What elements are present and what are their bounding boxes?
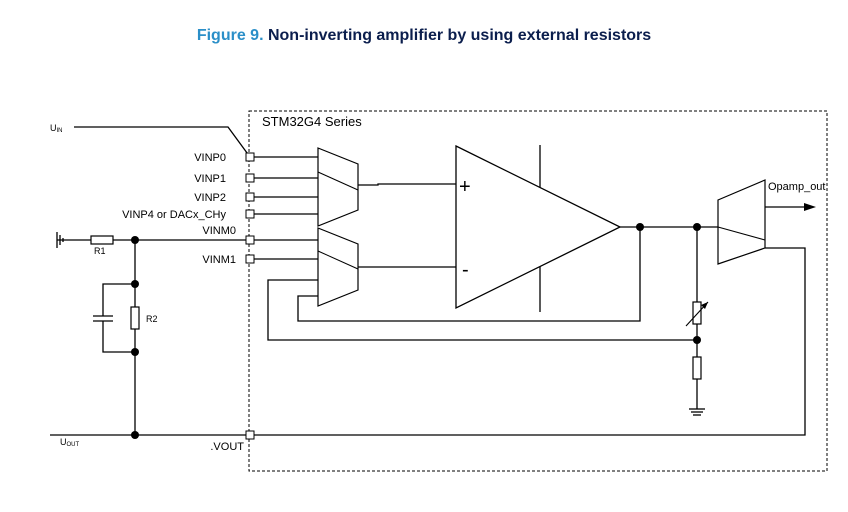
- figure-caption: Non-inverting amplifier by using externa…: [267, 27, 652, 44]
- vout-label: .VOUT: [210, 441, 244, 453]
- pin-vinp4: [245, 209, 255, 219]
- opamp-plus-label: +: [459, 176, 471, 198]
- uin-wire: [74, 126, 251, 158]
- pin-vinp1: [245, 173, 255, 183]
- pin-vinp2: [245, 192, 255, 202]
- resistor-r1: [90, 235, 114, 245]
- capacitor: [93, 315, 113, 322]
- opamp-triangle: [455, 144, 622, 310]
- negative-mux-divider: [317, 250, 359, 270]
- vinp1-label: VINP1: [194, 173, 226, 185]
- positive-mux-divider: [317, 171, 359, 191]
- ladder-resistor: [692, 356, 702, 380]
- output-mux: [717, 179, 766, 265]
- chip-boundary: [248, 110, 828, 472]
- vout-wire: [250, 247, 806, 436]
- vinp2-label: VINP2: [194, 192, 226, 204]
- r1-label: R1: [94, 246, 106, 256]
- ground-symbol-right: [689, 408, 705, 416]
- variable-resistor: [692, 301, 702, 325]
- variable-resistor-arrow-head: [701, 302, 708, 309]
- vinp0-label: VINP0: [194, 152, 226, 164]
- feedback-wire-outer: [297, 227, 641, 322]
- opamp-out-label: Opamp_out: [768, 181, 825, 193]
- capacitor-wire-bottom: [102, 321, 135, 353]
- ladder-tap-node: [693, 336, 701, 344]
- pin-vinp0: [245, 152, 255, 162]
- negative-input-mux: [317, 227, 359, 307]
- figure-title: Figure 9. Non-inverting amplifier by usi…: [0, 27, 848, 45]
- uin-label: UIN: [50, 123, 63, 134]
- pin-vinm1: [245, 254, 255, 264]
- pin-vinm0: [245, 235, 255, 245]
- resistor-r2: [130, 306, 140, 330]
- vinm1-label: VINM1: [202, 254, 236, 266]
- chip-label: STM32G4 Series: [262, 114, 362, 129]
- positive-mux-output-wire: [358, 183, 456, 186]
- vinp4-label: VINP4 or DACx_CHy: [122, 209, 226, 221]
- r2-bottom-node: [131, 348, 139, 356]
- feedback-wire-inner: [267, 279, 697, 341]
- uout-label: UOUT: [60, 437, 80, 448]
- figure-number: Figure 9.: [196, 27, 264, 44]
- capacitor-wire-top: [102, 283, 135, 316]
- output-mux-divider: [717, 226, 766, 241]
- opamp-out-arrow: [804, 203, 816, 211]
- pin-vout: [245, 430, 255, 440]
- r2-label: R2: [146, 314, 158, 324]
- vinm0-label: VINM0: [202, 225, 236, 237]
- positive-input-mux: [317, 147, 359, 227]
- opamp-minus-label: -: [462, 259, 469, 281]
